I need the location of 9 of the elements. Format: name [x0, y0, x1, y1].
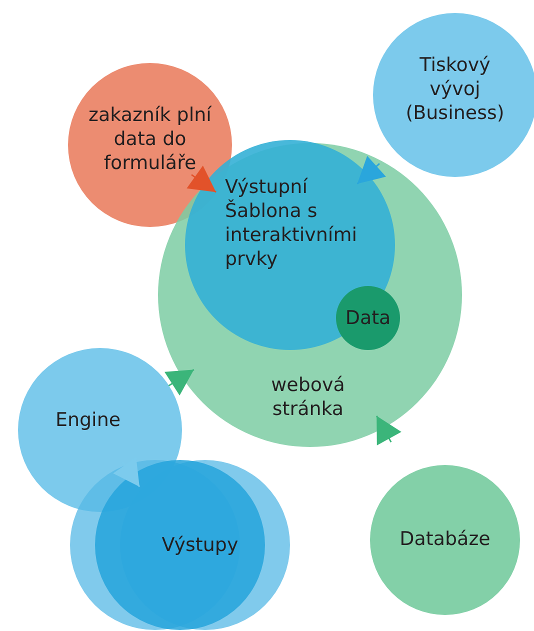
node-label: Výstupní Šablona s interaktivními prvky — [225, 175, 358, 271]
node-label: Výstupy — [160, 533, 240, 557]
node-label: Tiskový vývoj (Business) — [404, 53, 506, 125]
node-label: Data — [344, 306, 392, 330]
node-label: webová stránka — [270, 373, 346, 421]
circle-cluster — [70, 460, 290, 630]
node-label: zakazník plní data do formuláře — [88, 103, 213, 175]
node-label: Databáze — [398, 527, 492, 551]
node-label: Engine — [54, 408, 122, 432]
